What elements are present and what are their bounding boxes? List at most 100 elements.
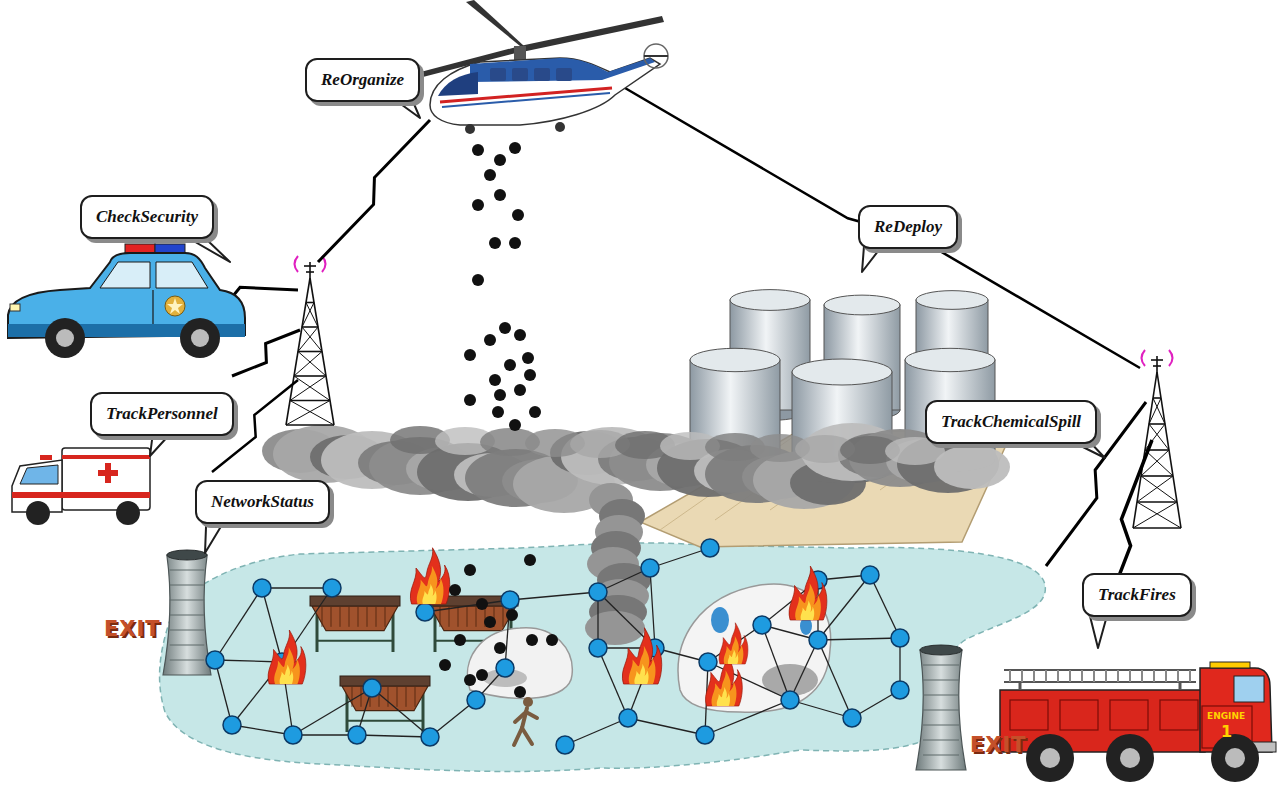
hopper-top: [340, 676, 430, 686]
car-window: [100, 262, 150, 288]
cabin-window: [490, 68, 506, 81]
ambulance-window: [20, 465, 58, 484]
badge-star: [167, 298, 183, 314]
sensor-node: [496, 659, 514, 677]
callout-tail: [150, 433, 171, 456]
sensor-dot: [526, 634, 538, 646]
flame-core: [801, 601, 815, 620]
callout-text: ReDeploy: [874, 217, 942, 237]
fire: [410, 548, 449, 604]
sensor-dot: [522, 352, 534, 364]
tower-shell: [163, 555, 211, 675]
person: [514, 697, 537, 745]
antenna-bar: [1151, 359, 1163, 361]
rock-mound: [678, 584, 831, 712]
tank-top: [792, 359, 892, 385]
network-link: [372, 688, 430, 737]
tower-rib: [923, 725, 959, 726]
hopper-stripe: [458, 607, 459, 627]
sensor-dot: [464, 349, 476, 361]
tower-brace: [294, 375, 326, 377]
door-line: [152, 290, 153, 324]
tower-brace: [1137, 501, 1177, 503]
sensor-dot: [439, 659, 451, 671]
sensor-dot: [514, 384, 526, 396]
fire: [719, 623, 748, 664]
network-link: [762, 625, 790, 700]
sensor-dot: [509, 419, 521, 431]
ladder-rung: [1045, 670, 1047, 682]
tower-brace: [298, 351, 322, 353]
flame-outer: [789, 566, 827, 620]
ladder-rung: [1021, 670, 1023, 682]
ladder-rung: [1177, 670, 1179, 682]
callout-tail: [1089, 614, 1107, 648]
sensor-dot: [472, 144, 484, 156]
smoke-cloud: [262, 423, 1010, 645]
flame-core: [634, 664, 648, 684]
person-head: [523, 697, 533, 707]
tower-rib: [923, 755, 959, 756]
callout-text: ReOrganize: [321, 70, 404, 90]
network-link: [510, 592, 598, 600]
tower-rib: [170, 585, 205, 586]
tower-cross: [1141, 476, 1177, 502]
fire: [622, 628, 661, 684]
person-arm: [515, 712, 526, 722]
flame-outer: [719, 623, 748, 664]
hopper-stripe: [367, 607, 368, 627]
tower-rim: [167, 550, 207, 560]
hopper-stripe: [388, 687, 389, 707]
tower-rib: [170, 600, 205, 601]
sensor-dot: [494, 389, 506, 401]
tower-cross: [302, 327, 322, 352]
network-link: [565, 718, 628, 745]
light-bar: [155, 244, 185, 253]
radio-tower: [286, 256, 334, 425]
sensor-dot: [546, 634, 558, 646]
tower-cross: [1137, 502, 1181, 528]
ladder-rung: [1009, 670, 1011, 682]
callout-bubble: TrackChemicalSpill: [925, 400, 1097, 444]
hopper-trough: [312, 606, 398, 631]
flame-outer: [410, 548, 449, 604]
headlight: [10, 304, 20, 311]
fire-truck: [1000, 662, 1276, 782]
network-link: [215, 588, 262, 660]
hopper-stripe: [352, 687, 353, 707]
tank-top: [916, 291, 988, 310]
tank-top: [905, 348, 995, 371]
ladder-rail: [1004, 681, 1196, 683]
sensor-dot: [506, 609, 518, 621]
flame-outer: [268, 630, 306, 684]
engine-number: 1: [1221, 722, 1232, 741]
ladder-rung: [1057, 670, 1059, 682]
tower-rib: [170, 660, 205, 661]
tower-rib: [923, 740, 959, 741]
sensor-dot: [514, 686, 526, 698]
sensor-dot: [464, 564, 476, 576]
hubcap: [1040, 748, 1060, 768]
wheel: [180, 318, 220, 358]
sensor-node: [891, 681, 909, 699]
sensor-dot: [484, 334, 496, 346]
sensor-dot: [524, 369, 536, 381]
sensor-dot: [509, 142, 521, 154]
hopper-stripe: [322, 607, 323, 627]
hopper-stripe: [361, 687, 362, 707]
network-link: [818, 640, 852, 718]
callout-text: TrackFires: [1098, 585, 1176, 605]
tower-rib: [170, 630, 205, 631]
flame-middle: [417, 566, 444, 604]
ambulance-box: [62, 448, 150, 510]
tower-cross: [290, 376, 326, 401]
sensor-dot: [492, 406, 504, 418]
ladder-rung: [1081, 670, 1083, 682]
hopper-brace: [317, 640, 393, 642]
callout-bubble: ReOrganize: [305, 58, 420, 102]
flame-middle: [795, 583, 821, 620]
sensor-dot: [514, 329, 526, 341]
cooling-tower: [916, 645, 966, 770]
hopper-stripe: [467, 607, 468, 627]
network-link: [818, 638, 900, 640]
